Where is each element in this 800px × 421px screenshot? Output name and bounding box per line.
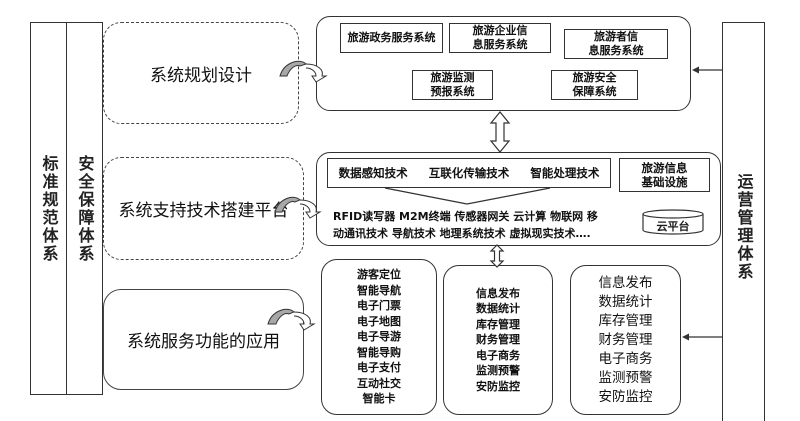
enterprise-services-item: 库存管理 bbox=[476, 317, 520, 331]
arrow-operations-to-management bbox=[682, 333, 722, 341]
security-system-column: 安全保障体系 bbox=[66, 22, 103, 395]
technology-list-line-2: 动通讯技术 导航技术 地理系统技术 虚拟现实技术…. bbox=[333, 227, 591, 240]
enterprise-services-item: 信息发布 bbox=[476, 286, 520, 300]
technology-list: RFID读写器 M2M终端 传感器网关 云计算 物联网 移 动通讯技术 导航技术… bbox=[333, 208, 633, 242]
system-box-label: 旅游政务服务系统 bbox=[347, 31, 436, 44]
tourist-services-item: 电子门票 bbox=[357, 299, 401, 313]
enterprise-services-item: 财务管理 bbox=[476, 333, 520, 347]
core-technologies-box: 数据感知技术 互联化传输技术 智能处理技术 bbox=[327, 158, 611, 188]
tourist-services-item: 智能卡 bbox=[362, 392, 396, 406]
management-services-item: 监测预警 bbox=[598, 369, 653, 386]
system-box-label: 旅游者信 息服务系统 bbox=[588, 30, 644, 57]
phase-platform-label: 系统支持技术搭建平台 bbox=[118, 201, 289, 221]
cloud-platform-cylinder bbox=[642, 209, 704, 235]
standards-system-label: 标准规范体系 bbox=[39, 154, 59, 263]
infrastructure-box: 旅游信息 基础设施 bbox=[619, 158, 710, 192]
double-arrow-planning-platform bbox=[489, 111, 511, 153]
management-services-item: 电子商务 bbox=[598, 350, 653, 367]
phase-application: 系统服务功能的应用 bbox=[103, 289, 304, 390]
tourist-services-item: 电子支付 bbox=[357, 361, 401, 375]
enterprise-services-item: 安防监控 bbox=[476, 379, 520, 393]
management-services-item: 数据统计 bbox=[598, 293, 653, 310]
core-tech-perception: 数据感知技术 bbox=[338, 166, 408, 180]
system-box-enterprise: 旅游企业信 息服务系统 bbox=[449, 23, 551, 53]
operations-management-column: 运营管理体系 bbox=[722, 22, 765, 421]
curved-arrow-planning bbox=[279, 60, 328, 83]
infrastructure-label: 旅游信息 基础设施 bbox=[641, 161, 688, 189]
tourist-services-item: 智能导航 bbox=[357, 283, 401, 297]
system-box-label: 旅游监测 预报系统 bbox=[430, 71, 475, 98]
double-arrow-platform-application bbox=[489, 244, 505, 268]
system-box-government: 旅游政务服务系统 bbox=[340, 23, 443, 53]
arrow-operations-to-planning bbox=[692, 66, 722, 74]
tourist-services-item: 互动社交 bbox=[357, 376, 401, 390]
core-tech-processing: 智能处理技术 bbox=[530, 166, 600, 180]
phase-application-label: 系统服务功能的应用 bbox=[127, 332, 280, 352]
tourist-services-item: 智能导购 bbox=[357, 345, 401, 359]
management-services-item: 安防监控 bbox=[598, 388, 653, 405]
cloud-platform-label: 云平台 bbox=[656, 220, 690, 233]
tourist-services-item: 电子地图 bbox=[357, 314, 401, 328]
phase-planning-label: 系统规划设计 bbox=[150, 65, 252, 86]
management-services-item: 信息发布 bbox=[598, 274, 653, 291]
enterprise-services-panel: 信息发布数据统计库存管理财务管理电子商务监测预警安防监控 bbox=[443, 265, 553, 415]
system-box-tourist: 旅游者信 息服务系统 bbox=[564, 29, 668, 59]
management-services-item: 库存管理 bbox=[598, 312, 653, 329]
management-services-panel: 信息发布数据统计库存管理财务管理电子商务监测预警安防监控 bbox=[570, 265, 681, 415]
tourist-services-item: 游客定位 bbox=[357, 268, 401, 282]
system-box-safety: 旅游安全 保障系统 bbox=[551, 70, 638, 100]
security-system-label: 安全保障体系 bbox=[75, 154, 95, 263]
management-services-item: 财务管理 bbox=[598, 331, 653, 348]
operations-management-label: 运营管理体系 bbox=[734, 173, 754, 281]
system-box-label: 旅游企业信 息服务系统 bbox=[472, 24, 528, 51]
core-tech-transmission: 互联化传输技术 bbox=[428, 166, 510, 180]
standards-system-column: 标准规范体系 bbox=[30, 22, 67, 395]
phase-platform: 系统支持技术搭建平台 bbox=[103, 157, 304, 260]
tourist-services-item: 电子导游 bbox=[357, 330, 401, 344]
enterprise-services-item: 数据统计 bbox=[476, 302, 520, 316]
system-box-monitoring: 旅游监测 预报系统 bbox=[412, 70, 493, 100]
system-box-label: 旅游安全 保障系统 bbox=[572, 71, 617, 98]
curved-arrow-application bbox=[267, 308, 316, 331]
enterprise-services-item: 监测预警 bbox=[476, 364, 520, 378]
curved-arrow-platform bbox=[274, 196, 322, 219]
tourist-services-panel: 游客定位智能导航电子门票电子地图电子导游智能导购电子支付互动社交智能卡 bbox=[321, 259, 437, 415]
funnel-lines bbox=[384, 187, 551, 205]
phase-planning: 系统规划设计 bbox=[103, 22, 299, 124]
technology-list-line-1: RFID读写器 M2M终端 传感器网关 云计算 物联网 移 bbox=[333, 210, 598, 223]
enterprise-services-item: 电子商务 bbox=[476, 348, 520, 362]
